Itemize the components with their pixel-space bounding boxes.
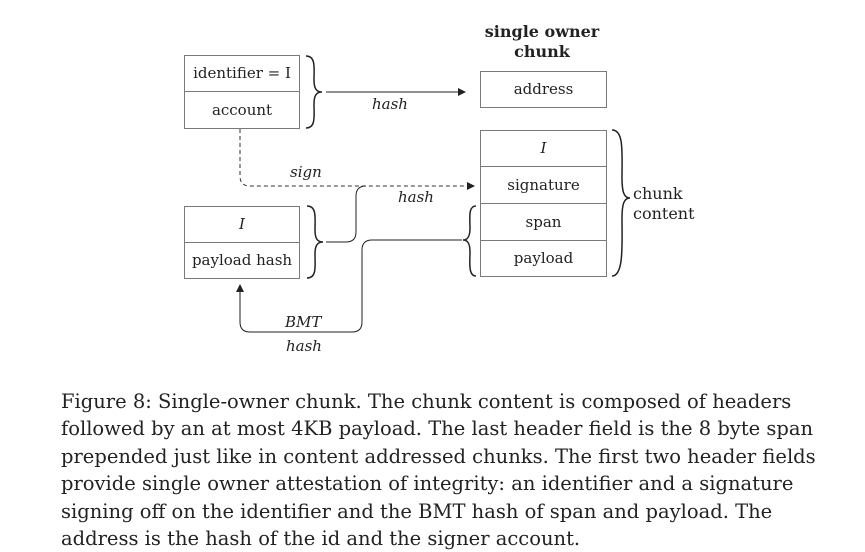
chunk-content-line-1: chunk bbox=[633, 184, 683, 203]
box-identifier: identifier = I bbox=[184, 55, 300, 92]
box-payload: payload bbox=[480, 240, 607, 277]
caption-line-6: address is the hash of the id and the si… bbox=[61, 527, 581, 551]
caption-line-2: followed by an at most 4KB payload. The … bbox=[61, 417, 814, 441]
brace-chunk-content bbox=[611, 129, 631, 277]
signature-text: signature bbox=[507, 175, 580, 194]
brace-span-payload bbox=[462, 205, 477, 277]
title-single-owner-chunk: single owner chunk bbox=[472, 22, 612, 62]
box-span: span bbox=[480, 203, 607, 241]
identifier-text: identifier = I bbox=[193, 64, 291, 82]
label-hash-mid: hash bbox=[398, 188, 434, 206]
box-I-left: I bbox=[184, 206, 300, 243]
label-chunk-content: chunk content bbox=[633, 184, 695, 224]
brace-left-bottom bbox=[306, 205, 324, 279]
label-sign: sign bbox=[290, 163, 322, 181]
payload-hash-text: payload hash bbox=[191, 251, 293, 269]
account-text: account bbox=[211, 100, 273, 119]
caption-line-5: signing off on the identifier and the BM… bbox=[61, 499, 773, 523]
span-text: span bbox=[525, 212, 562, 231]
brace-left-top bbox=[305, 55, 323, 129]
box-address: address bbox=[480, 71, 607, 108]
address-text: address bbox=[513, 80, 574, 98]
single-owner-chunk-diagram: single owner chunk identifier = I accoun… bbox=[184, 22, 695, 355]
label-bmt: BMT bbox=[285, 313, 322, 331]
title-line-2: chunk bbox=[514, 42, 570, 61]
hash-arrow-mid bbox=[326, 185, 367, 243]
I-right-text: I bbox=[540, 139, 547, 157]
caption-line-1: Figure 8: Single-owner chunk. The chunk … bbox=[61, 390, 792, 413]
box-signature: signature bbox=[480, 166, 607, 204]
chunk-content-line-2: content bbox=[633, 204, 695, 223]
label-hash-top: hash bbox=[372, 95, 408, 113]
caption-line-3: prepended just like in content addressed… bbox=[61, 444, 816, 468]
I-left-text: I bbox=[239, 215, 245, 233]
box-payload-hash: payload hash bbox=[184, 242, 300, 279]
sign-dashed-arrow bbox=[239, 129, 475, 190]
title-line-1: single owner bbox=[484, 22, 600, 41]
caption-line-4: provide single owner attestation of inte… bbox=[61, 472, 794, 496]
label-hash-bottom: hash bbox=[286, 337, 322, 355]
figure-caption: Figure 8: Single-owner chunk. The chunk … bbox=[61, 388, 831, 552]
box-I-right: I bbox=[480, 130, 607, 167]
payload-text: payload bbox=[513, 249, 574, 267]
diagram-lines bbox=[236, 55, 631, 333]
bmt-hash-arrow bbox=[236, 239, 462, 333]
box-account: account bbox=[184, 91, 300, 129]
